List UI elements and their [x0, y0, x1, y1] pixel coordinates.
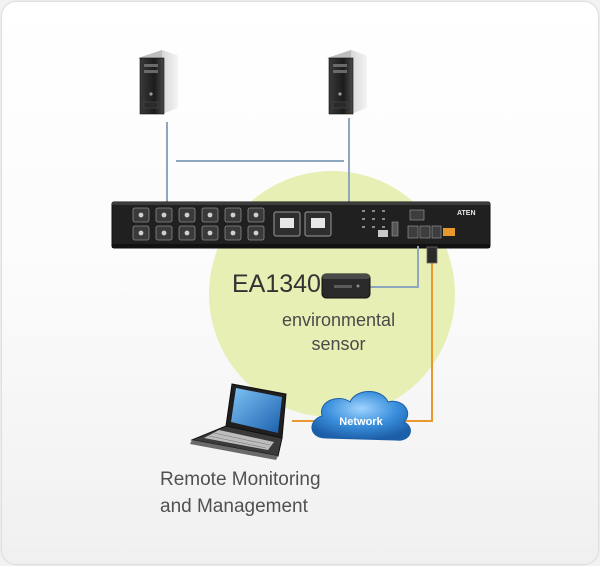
server-icon [138, 50, 178, 115]
sensor-link-line [370, 246, 419, 288]
laptop-icon [190, 383, 287, 460]
sensor-label-line1: environmental [282, 310, 396, 330]
cloud-icon: Network [311, 391, 411, 441]
pdu-icon: ATEN [111, 201, 491, 249]
sensor-icon [321, 273, 371, 299]
network-port-icon [426, 246, 438, 264]
sensor-label-line2: sensor [311, 334, 366, 354]
server-link-lines [166, 118, 350, 202]
device-model-label: EA1340 [232, 270, 321, 298]
pdu-brand-label: ATEN [457, 210, 476, 217]
remote-label-line1: Remote Monitoring [160, 469, 321, 490]
remote-management-label: Remote Monitoring and Management [160, 466, 321, 520]
network-label: Network [339, 416, 383, 428]
remote-label-line2: and Management [160, 496, 308, 517]
server-icon [327, 50, 367, 115]
sensor-label: environmental sensor [282, 308, 395, 356]
